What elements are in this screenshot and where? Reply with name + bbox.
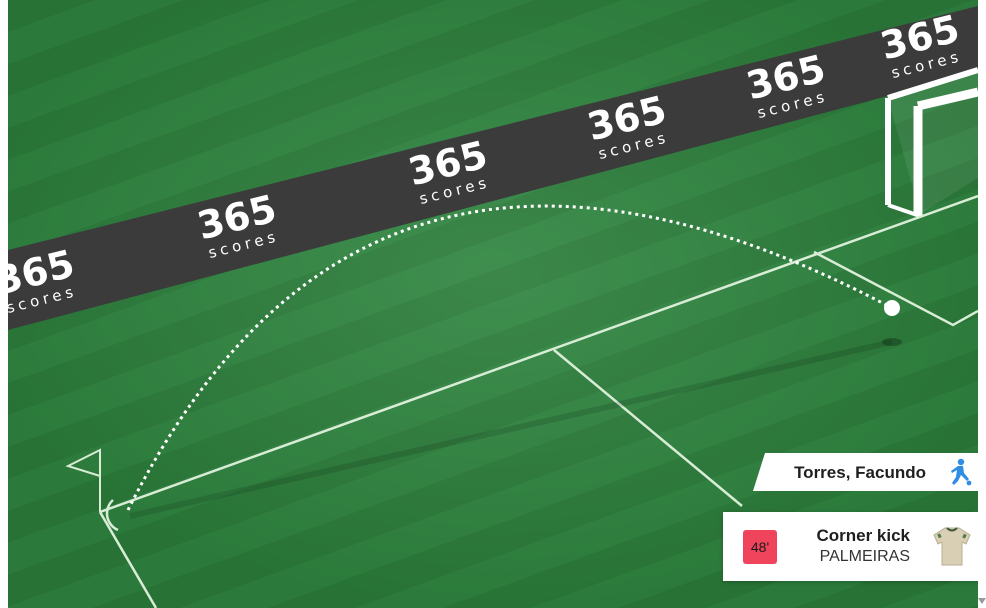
event-card[interactable]: 48' Corner kick PALMEIRAS <box>723 512 978 581</box>
ball-trajectory <box>126 204 893 511</box>
ball-shadow-path <box>129 339 893 519</box>
ball-shadow <box>882 338 902 346</box>
player-kicking-icon <box>944 457 974 491</box>
scroll-down-arrow-icon[interactable] <box>978 598 986 604</box>
goal-frame <box>885 67 978 218</box>
ball <box>884 300 900 316</box>
player-name: Torres, Facundo <box>794 463 926 482</box>
pitch-lines <box>98 194 978 608</box>
board-logos: 365scores365scores365scores365scores365s… <box>8 6 964 317</box>
player-card[interactable]: Torres, Facundo <box>753 453 978 491</box>
team-name: PALMEIRAS <box>819 548 910 565</box>
scrollbar-track[interactable] <box>978 0 986 608</box>
corner-flag <box>65 448 101 512</box>
minute-badge: 48' <box>743 530 777 564</box>
event-title: Corner kick <box>816 526 910 545</box>
pitch-field: 365scores365scores365scores365scores365s… <box>8 0 978 608</box>
advertising-board <box>8 6 978 330</box>
jersey-icon <box>930 524 974 573</box>
